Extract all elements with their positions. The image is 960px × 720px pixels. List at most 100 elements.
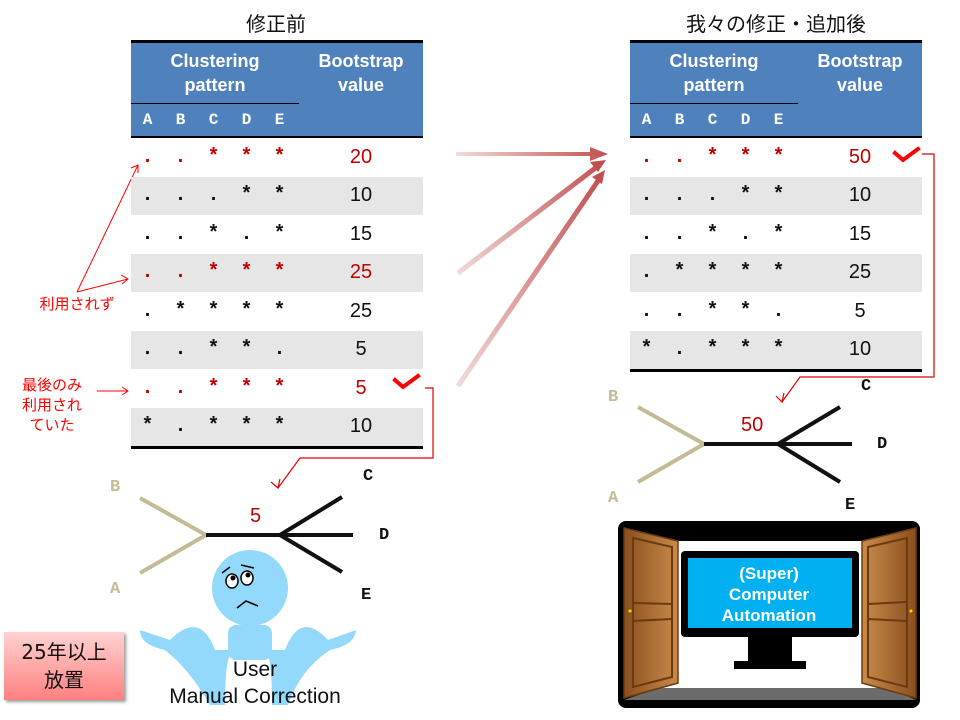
clustering-pattern-header: Clustering pattern (669, 51, 759, 95)
pattern-cell: . (273, 338, 286, 362)
bootstrap-value-cell: 50 (848, 145, 872, 168)
pattern-cell: * (739, 338, 752, 362)
table-header: Clustering pattern Bootstrap value A B C… (630, 40, 922, 138)
bootstrap-value-cell: 5 (854, 299, 866, 322)
tree-after (637, 405, 852, 484)
column-d: D (740, 111, 751, 129)
tree-label-e: E (845, 496, 856, 515)
pattern-cell: * (207, 415, 220, 439)
table-body: ..***20...**10..*.*15..***25.****25..**.… (131, 138, 423, 446)
pattern-cell: . (640, 299, 653, 323)
tree-label-c: C (363, 467, 374, 486)
support-value-after: 50 (741, 414, 764, 436)
table-body: ..***50...**10..*.*15.****25..**.5*.***1… (630, 138, 922, 369)
pattern-cell: * (240, 184, 253, 208)
pattern-cell: * (240, 415, 253, 439)
manual-correction-label: Manual Correction (169, 685, 341, 708)
pattern-cell: . (174, 376, 187, 400)
table-row: *.***10 (630, 330, 922, 369)
tree-label-b: B (608, 388, 619, 407)
pattern-cell: . (706, 184, 719, 208)
pattern-cell: * (207, 376, 220, 400)
bootstrap-value-cell: 15 (848, 222, 872, 245)
pattern-cell: * (706, 299, 719, 323)
header-divider (131, 103, 299, 104)
bootstrap-value-cell: 5 (355, 376, 367, 399)
transition-arrows (455, 147, 608, 388)
before-title: 修正前 (246, 12, 306, 36)
column-a: A (142, 111, 153, 129)
pattern-cell: * (772, 184, 785, 208)
pattern-cell: * (240, 376, 253, 400)
pattern-cell: * (772, 261, 785, 285)
tree-label-a: A (608, 489, 619, 508)
bootstrap-value-cell: 25 (349, 261, 373, 284)
pattern-cell: * (240, 338, 253, 362)
pattern-cell: * (673, 261, 686, 285)
support-value-before: 5 (250, 505, 262, 527)
pattern-cell: . (640, 145, 653, 169)
pattern-cell: * (141, 415, 154, 439)
arrow-row7 (455, 176, 603, 388)
column-b: B (175, 111, 186, 129)
pattern-cell: * (739, 145, 752, 169)
pattern-cell: * (273, 261, 286, 285)
pattern-cell: . (174, 415, 187, 439)
table-bottom-rule (630, 369, 922, 372)
table-row: ..***20 (131, 138, 423, 177)
column-e: E (773, 111, 784, 129)
clustering-pattern-header: Clustering pattern (170, 51, 260, 95)
pattern-cell: . (174, 222, 187, 246)
pattern-cell: . (141, 261, 154, 285)
table-row: *.***10 (131, 407, 423, 446)
pattern-cell: * (772, 222, 785, 246)
pattern-cell: * (273, 145, 286, 169)
pattern-cells: *.*** (630, 338, 798, 361)
table-row: ..**.5 (630, 292, 922, 331)
bootstrap-value-cell: 25 (848, 261, 872, 284)
pattern-cell: . (141, 222, 154, 246)
pattern-cell: . (673, 222, 686, 246)
table-bottom-rule (131, 446, 423, 449)
table-row: .****25 (131, 292, 423, 331)
pattern-cell: * (174, 299, 187, 323)
pattern-cell: . (141, 376, 154, 400)
pattern-cells: ..*** (131, 261, 299, 284)
pattern-cell: * (739, 299, 752, 323)
pattern-cell: * (640, 338, 653, 362)
pattern-cell: * (273, 222, 286, 246)
pattern-cell: * (273, 299, 286, 323)
pattern-cell: * (207, 261, 220, 285)
pattern-cell: * (207, 338, 220, 362)
pattern-cell: * (240, 145, 253, 169)
pattern-cell: * (240, 299, 253, 323)
column-c: C (707, 111, 718, 129)
pattern-cell: * (772, 145, 785, 169)
bootstrap-value-header: Bootstrap value (817, 51, 903, 95)
bootstrap-value-cell: 10 (349, 184, 373, 207)
annotation-last-only: 最後のみ 利用され ていた (21, 376, 82, 434)
pattern-cell: * (273, 415, 286, 439)
table-row: ..*.*15 (630, 215, 922, 254)
pattern-cell: * (207, 299, 220, 323)
pattern-cell: . (673, 299, 686, 323)
tree-before (139, 495, 353, 575)
column-c: C (208, 111, 219, 129)
table-row: ..***50 (630, 138, 922, 177)
annotation-unused: 利用されず (39, 295, 115, 313)
pattern-cell: * (240, 261, 253, 285)
bootstrap-value-cell: 10 (848, 338, 872, 361)
arrow-row1 (456, 147, 608, 161)
column-e: E (274, 111, 285, 129)
table-header: Clustering pattern Bootstrap value A B C… (131, 40, 423, 138)
bootstrap-value-cell: 10 (848, 184, 872, 207)
pattern-cells: ..*** (630, 146, 798, 169)
pattern-cell: . (640, 222, 653, 246)
bootstrap-value-cell: 5 (355, 338, 367, 361)
pattern-cell: . (640, 184, 653, 208)
pattern-cell: . (141, 184, 154, 208)
pattern-cell: . (673, 338, 686, 362)
table-before: Clustering pattern Bootstrap value A B C… (131, 40, 423, 449)
taxa-column-headers: A B C D E (630, 111, 798, 129)
